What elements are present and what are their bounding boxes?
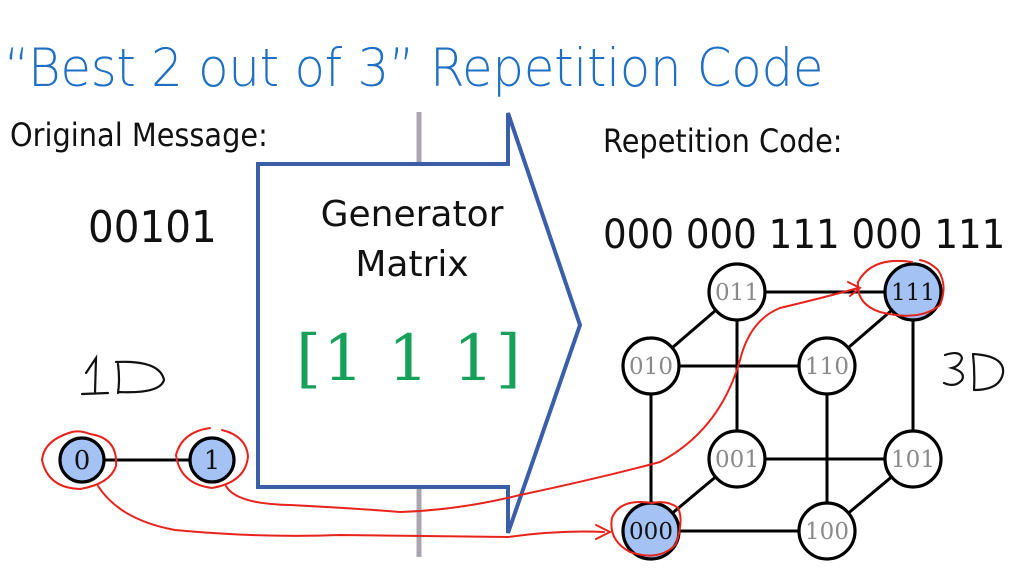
line-1d-node-circle xyxy=(188,436,236,484)
cube-node-label: 001 xyxy=(715,447,759,473)
generator-label-line2: Matrix xyxy=(355,244,469,285)
line-1d-node-label: 1 xyxy=(204,446,221,476)
cube-node-100: 100 xyxy=(797,501,857,561)
mapping-arrow-1-to-111 xyxy=(225,287,859,514)
circle-node-1 xyxy=(174,427,250,490)
cube-node-circle xyxy=(707,262,767,322)
original-message-label: Original Message: xyxy=(10,116,268,154)
cube-node-101: 101 xyxy=(883,429,943,489)
cube-node-label: 101 xyxy=(891,447,935,473)
generator-matrix-value: [1 1 1] xyxy=(296,322,523,396)
cube-node-label: 011 xyxy=(715,280,759,306)
handwritten-1d-annotation xyxy=(80,354,166,396)
repetition-code-label: Repetition Code: xyxy=(603,122,843,160)
circle-node-000 xyxy=(610,501,682,557)
cube-edges xyxy=(649,290,915,533)
line-1d-node-1: 1 xyxy=(188,436,236,484)
cube-node-000: 000 xyxy=(621,501,681,561)
line-1d-node-label: 0 xyxy=(74,446,91,476)
mapping-arrow-0-to-000 xyxy=(97,485,605,539)
cube-node-circle xyxy=(797,336,857,396)
cube-node-label: 110 xyxy=(805,354,849,380)
cube-node-010: 010 xyxy=(621,336,681,396)
handwritten-3d-annotation xyxy=(942,351,1005,392)
generator-label-line1: Generator xyxy=(320,194,504,235)
generator-arrow xyxy=(256,112,583,534)
cube-node-011: 011 xyxy=(707,262,767,322)
cube-node-110: 110 xyxy=(797,336,857,396)
cube-node-label: 000 xyxy=(629,519,673,545)
cube-node-circle xyxy=(883,429,943,489)
original-message-value: 00101 xyxy=(88,202,217,253)
cube-node-circle xyxy=(621,336,681,396)
cube-node-circle xyxy=(883,262,943,322)
cube-nodes: 000 001 010 011 100 101 110 111 xyxy=(621,262,943,561)
generator-matrix-label: Generator Matrix xyxy=(262,190,562,290)
red-annotations xyxy=(40,259,945,557)
circle-node-0 xyxy=(40,430,118,491)
cube-node-circle xyxy=(797,501,857,561)
slide-title: “Best 2 out of 3” Repetition Code xyxy=(4,38,824,99)
cube-node-label: 111 xyxy=(891,280,935,306)
cube-node-circle xyxy=(707,429,767,489)
cube-node-label: 010 xyxy=(629,354,673,380)
cube-node-label: 100 xyxy=(805,519,849,545)
cube-node-111: 111 xyxy=(883,262,943,322)
line-1d-node-0: 0 xyxy=(58,436,106,484)
cube-node-001: 001 xyxy=(707,429,767,489)
line-1d-node-circle xyxy=(58,436,106,484)
circle-node-111 xyxy=(856,259,945,317)
repetition-code-value: 000 000 111 000 111 xyxy=(603,212,1006,258)
